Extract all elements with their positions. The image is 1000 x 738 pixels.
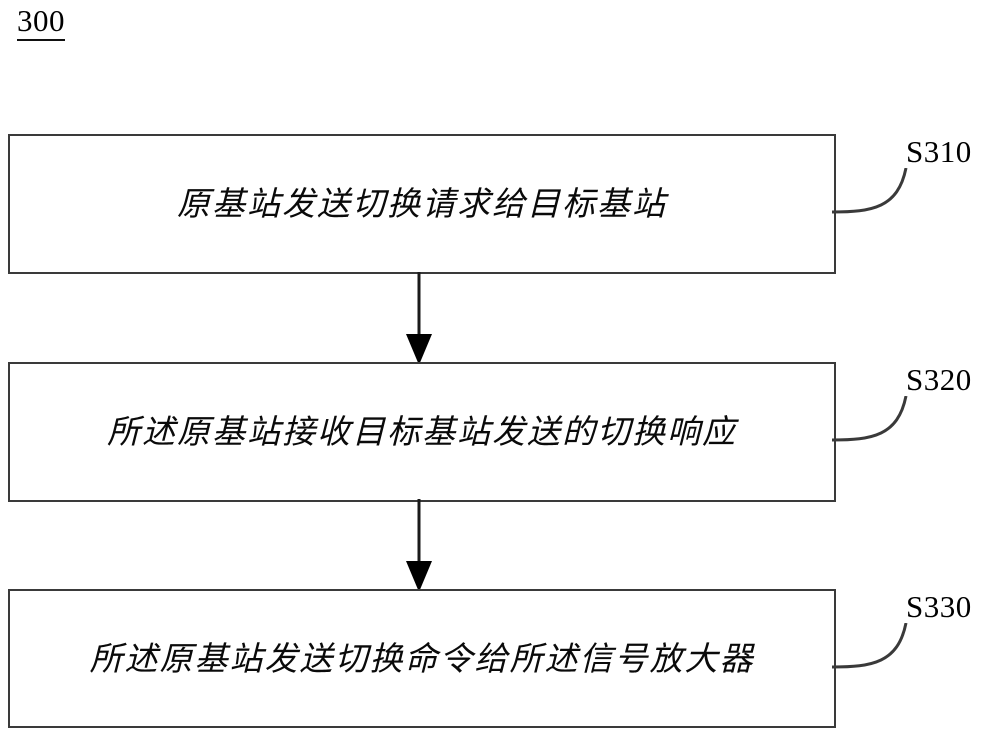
connector-arrow-s310-to-s320 — [406, 272, 432, 365]
leader-line-s330 — [832, 623, 908, 669]
connector-arrow-s320-to-s330 — [406, 499, 432, 592]
process-box-label: 所述原基站发送切换命令给所述信号放大器 — [89, 638, 755, 678]
process-box-s320: 所述原基站接收目标基站发送的切换响应 — [8, 362, 836, 502]
process-box-label: 所述原基站接收目标基站发送的切换响应 — [107, 412, 737, 451]
step-reference-s310: S310 — [906, 134, 972, 169]
figure-number: 300 — [17, 4, 65, 41]
step-reference-s330: S330 — [906, 589, 972, 624]
process-box-s310: 原基站发送切换请求给目标基站 — [8, 134, 836, 274]
process-box-label: 原基站发送切换请求给目标基站 — [177, 184, 667, 223]
step-reference-s320: S320 — [906, 362, 972, 397]
leader-line-s310 — [832, 168, 908, 214]
leader-line-s320 — [832, 396, 908, 442]
process-box-s330: 所述原基站发送切换命令给所述信号放大器 — [8, 589, 836, 728]
